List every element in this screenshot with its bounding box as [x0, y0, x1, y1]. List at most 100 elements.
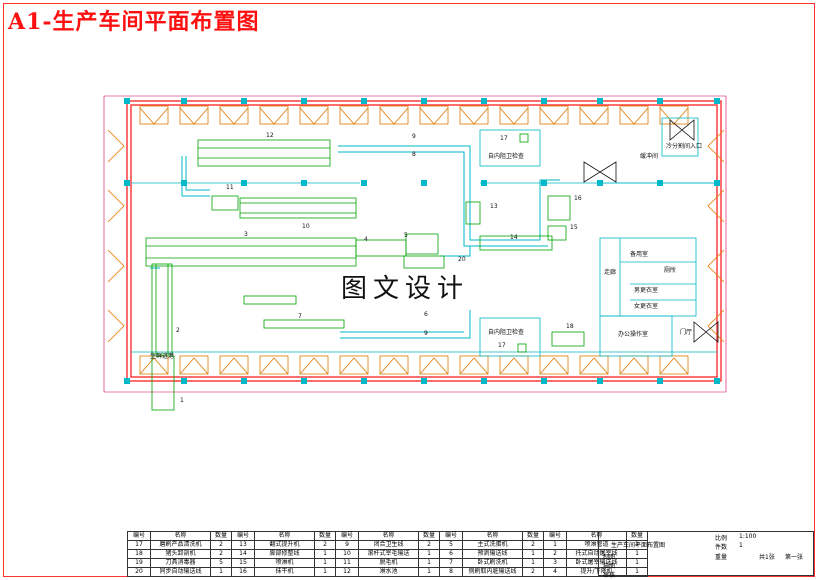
column — [124, 180, 130, 186]
drawing-name: 生产车间平面布置图 — [611, 542, 666, 549]
column — [421, 98, 427, 104]
room-inspect-top: 自内阻卫检查 — [488, 152, 524, 160]
label-3: 3 — [244, 231, 248, 238]
scale-value: 1:100 — [739, 533, 757, 540]
machine-1 — [151, 355, 175, 411]
window-bay — [579, 357, 609, 375]
drawing-frame — [3, 3, 815, 577]
left-windows — [107, 129, 125, 343]
bom-cell: 名称 — [358, 531, 419, 541]
column — [541, 98, 547, 104]
room-locker-f: 女更衣室 — [634, 302, 658, 310]
window-bay — [419, 357, 449, 375]
window-bay — [139, 107, 169, 125]
window-bay — [419, 107, 449, 125]
window-bay — [707, 129, 725, 163]
label-20: 20 — [458, 256, 466, 263]
window-frame — [299, 355, 329, 375]
window-bay — [219, 357, 249, 375]
column — [241, 98, 247, 104]
room-labels: 冷分割间入口 缓冲间 自内阻卫检查 自内阻卫检查 备用室 厕所 男更衣室 女更衣… — [150, 142, 702, 360]
bottom-windows — [139, 355, 689, 375]
machine-18 — [551, 331, 585, 347]
window-bay — [139, 357, 169, 375]
machine-3 — [145, 237, 357, 267]
bom-cell: 卧式刷洗机 — [462, 558, 523, 568]
window-bay — [259, 357, 289, 375]
label-7: 7 — [298, 313, 302, 320]
bom-header-row: 编号名称数量编号名称数量编号名称数量编号名称数量编号名称数量 — [127, 531, 648, 541]
machine-17-bottom — [517, 343, 527, 353]
bom-cell: 18 — [127, 549, 151, 559]
bom-cell: 2 — [210, 549, 232, 559]
window-frame — [459, 105, 489, 125]
window-frame — [579, 355, 609, 375]
machine-14 — [479, 235, 553, 251]
bom-cell: 猪头卸剖机 — [150, 549, 211, 559]
bom-cell: 1 — [210, 567, 232, 577]
bom-cell: 数量 — [418, 531, 440, 541]
window-frame — [259, 355, 289, 375]
bom-cell: 16 — [231, 567, 255, 577]
count-label: 件数 — [715, 544, 728, 551]
bom-cell: 闭合卫生线 — [358, 540, 419, 550]
bom-cell: 4 — [543, 567, 567, 577]
window-bay — [299, 357, 329, 375]
room-door: 门厅 — [680, 328, 692, 336]
column — [124, 98, 130, 104]
column — [714, 98, 720, 104]
bom-cell: 9 — [335, 540, 359, 550]
bom-cell: 数量 — [522, 531, 544, 541]
bom-cell: 名称 — [254, 531, 315, 541]
column — [657, 98, 663, 104]
bom-cell: 14 — [231, 549, 255, 559]
window-frame — [219, 105, 249, 125]
count-value: 1 — [739, 542, 743, 549]
window-bay — [107, 129, 125, 163]
bom-cell: 20 — [127, 567, 151, 577]
window-frame — [499, 105, 529, 125]
bom-cell: 17 — [127, 540, 151, 550]
drawing-title: A1-生产车间平面布置图 — [8, 9, 260, 35]
machine-16 — [547, 195, 571, 221]
label-17a: 17 — [500, 135, 508, 142]
bom-cell: 15 — [231, 558, 255, 568]
bom-cell: 淋水池 — [358, 567, 419, 577]
machine-10 — [239, 197, 357, 219]
watermark-text: 图文设计 — [300, 272, 510, 306]
column — [241, 378, 247, 384]
machine-13 — [465, 201, 481, 225]
bom-cell: 编号 — [231, 531, 255, 541]
window-frame — [259, 105, 289, 125]
bom-cell: 6 — [439, 549, 463, 559]
window-frame — [419, 355, 449, 375]
bom-cell: 12 — [335, 567, 359, 577]
bom-cell: 1 — [418, 567, 440, 577]
window-frame — [659, 105, 689, 125]
window-frame — [499, 355, 529, 375]
bom-cell: 8 — [439, 567, 463, 577]
column — [481, 378, 487, 384]
window-bay — [707, 309, 725, 343]
window-frame — [459, 355, 489, 375]
column — [657, 378, 663, 384]
column — [481, 98, 487, 104]
window-bay — [659, 357, 689, 375]
window-frame — [339, 355, 369, 375]
label-17b: 17 — [498, 342, 506, 349]
bom-cell: 喷淋机 — [254, 558, 315, 568]
bom-cell: 编号 — [543, 531, 567, 541]
window-frame — [659, 355, 689, 375]
label-15: 15 — [570, 224, 578, 231]
machine-17-top — [519, 133, 529, 143]
bom-cell: 同步自动输送线 — [150, 567, 211, 577]
bom-cell: 数量 — [210, 531, 232, 541]
columns — [124, 98, 720, 384]
label-5: 5 — [404, 232, 408, 239]
machine-11 — [211, 195, 239, 211]
bom-cell: 1 — [418, 558, 440, 568]
column — [597, 378, 603, 384]
label-14: 14 — [510, 234, 518, 241]
